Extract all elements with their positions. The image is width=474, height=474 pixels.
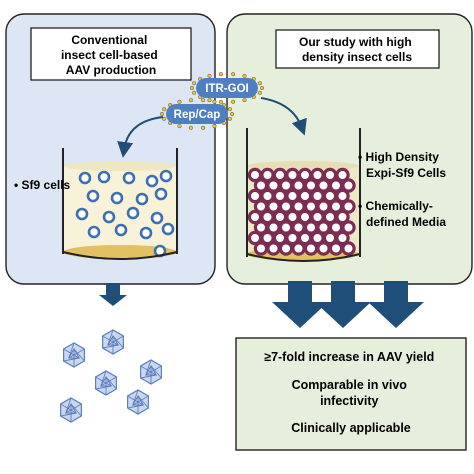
sf9-cells-low-density — [75, 169, 175, 258]
down-arrow-2 — [315, 281, 371, 328]
conventional-pellet — [63, 245, 177, 259]
result-text: ≥7-fold increase in AAV yield Comparable… — [264, 350, 438, 435]
our-study-title-box — [275, 29, 440, 69]
sf9-cell — [126, 206, 140, 220]
down-arrow-conventional — [99, 283, 127, 306]
sf9-cell — [161, 222, 175, 236]
conventional-title: Conventional insect cell-based AAV produ… — [61, 33, 161, 77]
expi-sf9-cells-high-density — [247, 167, 356, 256]
sf9-cell — [122, 171, 136, 185]
sf9-cell — [145, 174, 159, 188]
expi-sf9-cell — [266, 241, 281, 256]
down-arrow-1 — [272, 281, 328, 328]
result-infectivity-2: infectivity — [320, 394, 378, 408]
sf9-cell — [150, 211, 164, 225]
expi-sf9-cell — [341, 241, 356, 256]
conventional-title-box — [30, 27, 192, 81]
aav-virion — [63, 342, 85, 368]
result-box — [235, 337, 467, 451]
aav-virion — [95, 370, 117, 396]
sf9-cell — [135, 192, 149, 206]
expi-sf9-cell — [278, 241, 294, 256]
high-density-bullet: • High Density Expi-Sf9 Cells — [358, 150, 446, 180]
aav-virion — [102, 329, 124, 355]
result-clinical: Clinically applicable — [291, 421, 411, 435]
sf9-cell — [102, 210, 116, 224]
down-arrow-3 — [368, 281, 424, 328]
transfection-arrow-left — [117, 116, 164, 158]
expi-sf9-cell — [303, 241, 319, 256]
expi-sf9-cell — [291, 241, 306, 256]
itr-goi-label: ITR-GOI — [205, 83, 248, 95]
rep-cap-plasmid: Rep/Cap — [159, 98, 235, 130]
sf9-cell — [114, 223, 128, 237]
expi-sf9-cell — [328, 241, 344, 256]
sf9-cells-label: • Sf9 cells — [14, 178, 71, 192]
expi-sf9-cell — [341, 220, 356, 235]
sf9-cell — [78, 171, 92, 185]
sf9-cell — [159, 169, 173, 183]
result-infectivity-1: Comparable in vivo — [292, 378, 408, 392]
our-study-title: Our study with high density insect cells — [299, 35, 415, 64]
aav-virion — [127, 389, 149, 415]
aav-virion — [140, 359, 162, 385]
expi-sf9-cell — [253, 241, 269, 256]
transfection-arrow-right — [260, 97, 307, 136]
itr-goi-plasmid: ITR-GOI — [189, 72, 265, 104]
conventional-beaker — [62, 148, 178, 260]
expi-sf9-cell — [316, 241, 331, 256]
high-density-beaker — [246, 128, 361, 262]
aav-virion — [60, 397, 82, 423]
expi-sf9-cell — [335, 188, 350, 204]
sf9-cell — [75, 207, 89, 221]
sf9-cell — [110, 191, 124, 205]
sf9-cell — [87, 225, 101, 239]
expi-sf9-cell — [341, 199, 356, 214]
expi-sf9-cell — [335, 209, 350, 225]
result-yield: ≥7-fold increase in AAV yield — [264, 350, 434, 364]
rep-cap-label: Rep/Cap — [174, 109, 221, 121]
sf9-cell — [97, 170, 111, 184]
sf9-cell — [154, 187, 168, 201]
sf9-cell — [139, 226, 153, 240]
expi-sf9-cell — [335, 167, 350, 183]
expi-sf9-cell — [341, 178, 356, 193]
sf9-cell — [86, 189, 100, 203]
aav-virions — [60, 329, 162, 423]
expi-sf9-cell — [335, 230, 350, 246]
media-bullet: • Chemically- defined Media — [358, 199, 446, 229]
